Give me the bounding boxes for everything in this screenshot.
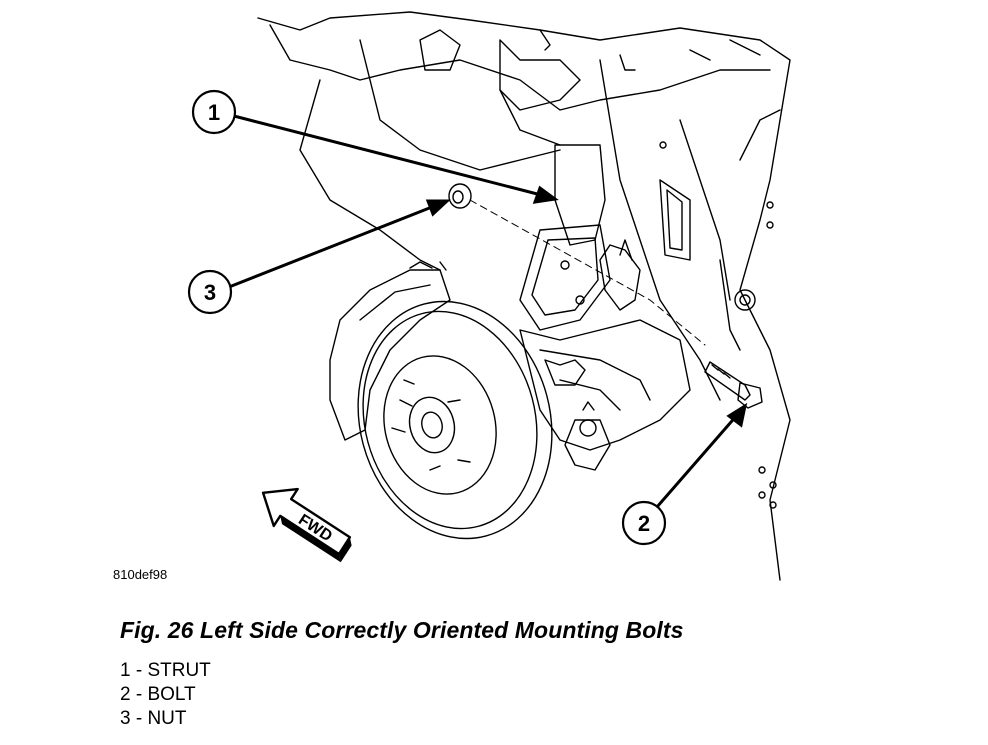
callout-3-arrowhead [425,199,451,217]
callout-3: 3 [187,269,233,315]
callout-1: 1 [191,89,237,135]
forward-arrow: FWD [261,487,352,563]
callout-3-number: 3 [204,280,216,305]
legend-item-nut: 3 - NUT [120,708,187,729]
legend: 1 - STRUT 2 - BOLT 3 - NUT [120,659,211,731]
brake-caliper [329,261,451,441]
vehicle-frame [257,11,791,581]
mounting-bolt [704,361,763,409]
brake-rotor [357,300,553,540]
suspension-illustration: 1 3 2 FWD [187,11,791,581]
strut [499,89,611,331]
callout-1-number: 1 [208,100,220,125]
legend-item-bolt: 2 - BOLT [120,684,196,705]
callout-2-number: 2 [638,511,650,536]
figure-caption: Fig. 26 Left Side Correctly Oriented Mou… [120,617,684,643]
legend-item-strut: 1 - STRUT [120,660,211,681]
callout-2: 2 [621,500,667,546]
knuckle-and-control-arm [519,239,691,471]
callout-3-leader [228,203,438,289]
callout-1-leader [233,114,546,198]
figure-code: 810def98 [113,567,168,582]
callout-1-arrowhead [532,185,559,204]
callout-2-leader [648,413,740,516]
callout-2-arrowhead [726,402,748,428]
bolt-axis-line [469,199,706,346]
mounting-nut [448,183,472,209]
